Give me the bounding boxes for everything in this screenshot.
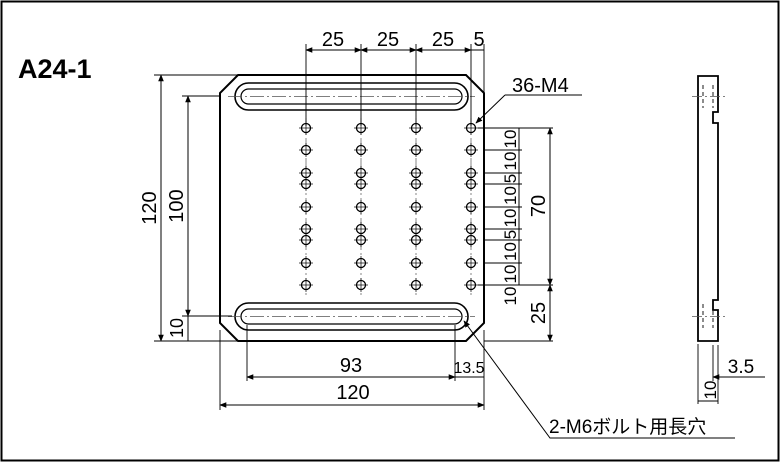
right-column-labels: 10 10 5 10 10 5 10 10 10 <box>501 130 520 306</box>
dim-13-5: 13.5 <box>454 360 485 377</box>
dim-right-10-g: 10 <box>501 287 520 306</box>
m4-hole-grid <box>299 118 478 295</box>
dim-120-left: 120 <box>139 191 161 224</box>
m4-hole <box>409 256 423 270</box>
dim-right-10-c: 10 <box>501 186 520 205</box>
dim-top-5: 5 <box>473 29 484 51</box>
m4-hole <box>409 233 423 247</box>
hole-callout: 36-M4 <box>512 75 569 97</box>
m4-hole <box>464 256 478 270</box>
dim-10-side: 10 <box>701 381 720 400</box>
m4-hole <box>464 121 478 135</box>
dim-3-5: 3.5 <box>728 357 754 378</box>
dim-right-10-a: 10 <box>501 130 520 149</box>
m4-hole <box>299 143 313 157</box>
dim-right-10-b: 10 <box>501 152 520 171</box>
m4-hole <box>299 278 313 292</box>
part-title: A24-1 <box>18 54 92 84</box>
dim-top-25-b: 25 <box>377 29 399 51</box>
m4-hole <box>354 200 368 214</box>
m4-hole <box>299 233 313 247</box>
top-extension-lines <box>305 44 485 126</box>
dim-right-10-d: 10 <box>501 209 520 228</box>
dim-right-5-b: 5 <box>501 230 520 239</box>
hole-leader <box>475 94 506 124</box>
dim-top-25-c: 25 <box>432 29 454 51</box>
dim-10-left: 10 <box>167 318 187 338</box>
m4-hole <box>354 278 368 292</box>
m4-hole <box>409 200 423 214</box>
dim-right-10-f: 10 <box>501 265 520 284</box>
m4-hole <box>464 233 478 247</box>
m4-hole <box>299 200 313 214</box>
dim-70: 70 <box>528 195 550 217</box>
m4-hole <box>354 256 368 270</box>
side-view-center-lines <box>692 96 726 317</box>
dim-top-25-a: 25 <box>322 29 344 51</box>
m4-hole <box>354 143 368 157</box>
dim-25-right: 25 <box>528 302 550 324</box>
m4-hole <box>299 256 313 270</box>
dim-93: 93 <box>340 355 362 377</box>
slot-bottom <box>228 302 475 331</box>
slot-leader <box>463 320 735 439</box>
slot-top <box>228 82 475 111</box>
m4-hole <box>409 278 423 292</box>
right-extension-lines <box>478 127 553 342</box>
bottom-extension-lines <box>219 325 485 410</box>
side-view-hidden-lines <box>702 85 714 328</box>
dim-right-5-a: 5 <box>501 174 520 183</box>
dim-120-bottom: 120 <box>336 382 369 404</box>
m4-hole <box>299 177 313 191</box>
m4-hole <box>409 177 423 191</box>
m4-hole <box>354 177 368 191</box>
m4-hole <box>464 143 478 157</box>
dim-100-left: 100 <box>166 189 188 222</box>
m4-hole <box>464 177 478 191</box>
plate-outline <box>219 74 485 342</box>
side-view-outline <box>697 75 719 342</box>
m4-hole <box>464 278 478 292</box>
m4-hole <box>464 200 478 214</box>
slot-callout: 2-M6ボルト用長穴 <box>549 416 706 438</box>
m4-hole <box>354 233 368 247</box>
dim-right-10-e: 10 <box>501 242 520 261</box>
m4-hole <box>409 143 423 157</box>
